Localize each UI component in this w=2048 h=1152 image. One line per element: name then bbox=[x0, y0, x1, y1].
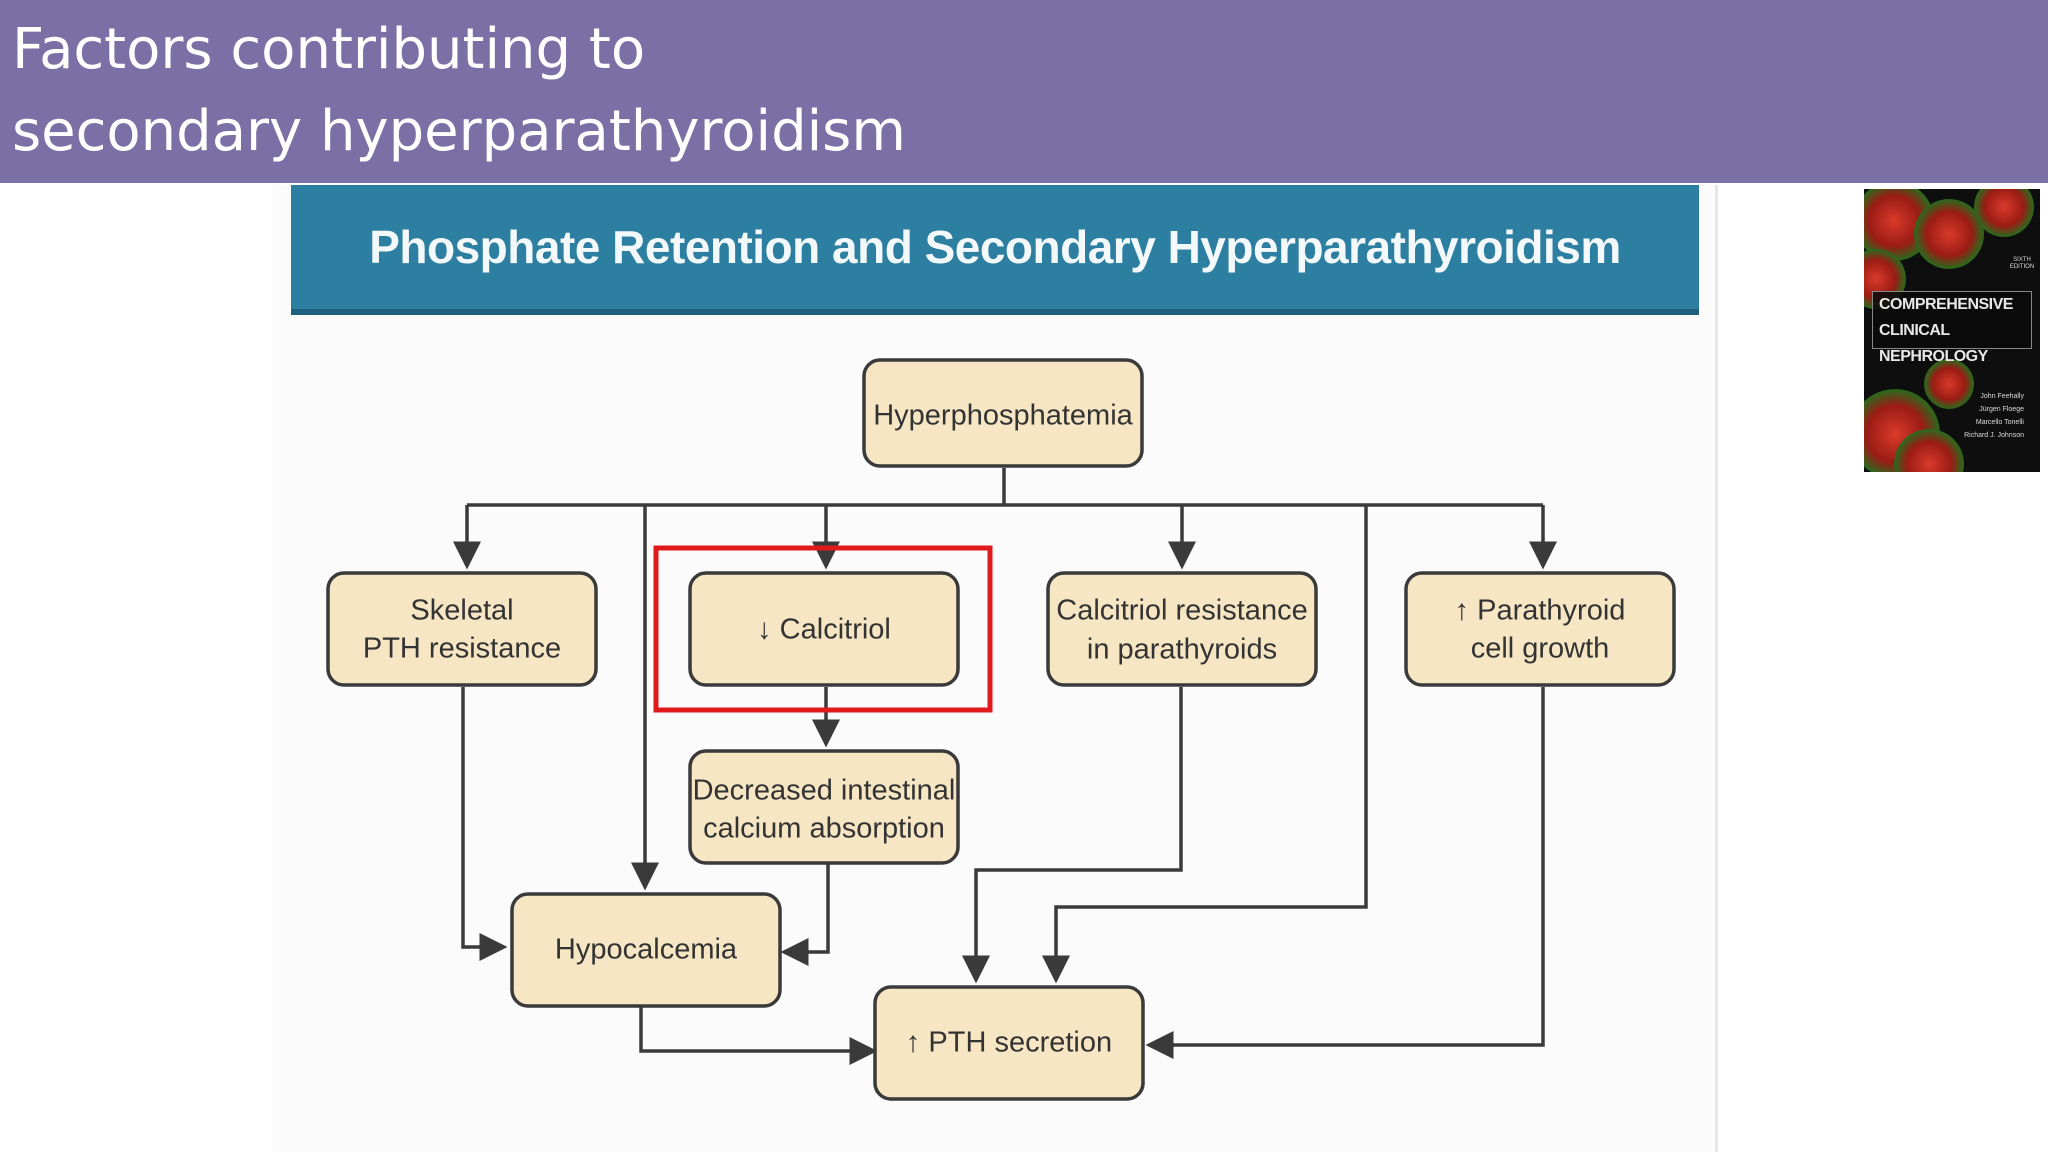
node-decreased-label-1: Decreased intestinal bbox=[693, 775, 956, 807]
flowchart-diagram: Hyperphosphatemia Skeletal PTH resistanc… bbox=[326, 358, 1676, 1101]
book-title-line-1: COMPREHENSIVE bbox=[1879, 296, 2013, 313]
node-parathyroid-label-2: cell growth bbox=[1471, 633, 1610, 665]
node-parathyroid-growth: ↑ Parathyroid cell growth bbox=[1404, 571, 1676, 687]
book-title: COMPREHENSIVE CLINICAL NEPHROLOGY bbox=[1872, 291, 2032, 365]
node-calcitriol: ↓ Calcitriol bbox=[688, 571, 960, 687]
edge-resistance-to-pth bbox=[962, 687, 1183, 984]
edge-decreased-to-hypocalcemia bbox=[780, 863, 830, 966]
node-pth-secretion: ↑ PTH secretion bbox=[873, 985, 1145, 1101]
node-hypocalcemia: Hypocalcemia bbox=[510, 892, 782, 1008]
book-author: Richard J. Johnson bbox=[1964, 432, 2024, 439]
node-decreased-label-2: calcium absorption bbox=[703, 813, 945, 845]
node-skeletal-label-2: PTH resistance bbox=[363, 633, 561, 665]
node-hyperphosphatemia-label: Hyperphosphatemia bbox=[873, 400, 1133, 432]
book-author: John Feehally bbox=[1980, 393, 2024, 400]
edge-hypocalcemia-to-pth bbox=[639, 1007, 878, 1065]
flowchart-edges bbox=[453, 468, 1557, 1065]
edge-parathyroid-to-pth bbox=[1145, 687, 1545, 1059]
edge-skeletal-to-hypocalcemia bbox=[461, 687, 508, 961]
node-calcitriol-label: ↓ Calcitriol bbox=[757, 614, 891, 646]
book-cover-image: SIXTH EDITION COMPREHENSIVE CLINICAL NEP… bbox=[1864, 189, 2040, 472]
calcitriol-highlight-box bbox=[653, 545, 993, 713]
node-hyperphosphatemia: Hyperphosphatemia bbox=[862, 358, 1144, 468]
node-calcitriol-resistance-label-1: Calcitriol resistance bbox=[1056, 595, 1307, 627]
book-author: Marcello Tonelli bbox=[1975, 419, 2024, 426]
edge-right-branch-to-pth bbox=[1042, 505, 1368, 984]
flowchart-figure: Phosphate Retention and Secondary Hyperp… bbox=[273, 185, 1718, 1152]
book-edition: SIXTH EDITION bbox=[2009, 257, 2035, 270]
book-authors: John Feehally Jürgen Floege Marcello Ton… bbox=[1964, 390, 2024, 442]
node-parathyroid-label-1: ↑ Parathyroid bbox=[1455, 595, 1626, 627]
node-calcitriol-resistance: Calcitriol resistance in parathyroids bbox=[1046, 571, 1318, 687]
node-skeletal-pth-resistance: Skeletal PTH resistance bbox=[326, 571, 598, 687]
node-pth-secretion-label: ↑ PTH secretion bbox=[906, 1027, 1112, 1059]
node-skeletal-label-1: Skeletal bbox=[410, 595, 513, 627]
node-decreased-absorption: Decreased intestinal calcium absorption bbox=[688, 749, 960, 865]
slide-title-bar: Factors contributing to secondary hyperp… bbox=[0, 0, 2048, 183]
book-title-line-2: CLINICAL NEPHROLOGY bbox=[1879, 322, 1988, 365]
node-calcitriol-resistance-label-2: in parathyroids bbox=[1087, 634, 1277, 666]
slide-title-line-1: Factors contributing to bbox=[12, 17, 646, 82]
figure-header: Phosphate Retention and Secondary Hyperp… bbox=[291, 185, 1699, 315]
slide-title-line-2: secondary hyperparathyroidism bbox=[12, 99, 906, 164]
node-hypocalcemia-label: Hypocalcemia bbox=[555, 934, 738, 966]
book-author: Jürgen Floege bbox=[1979, 406, 2024, 413]
